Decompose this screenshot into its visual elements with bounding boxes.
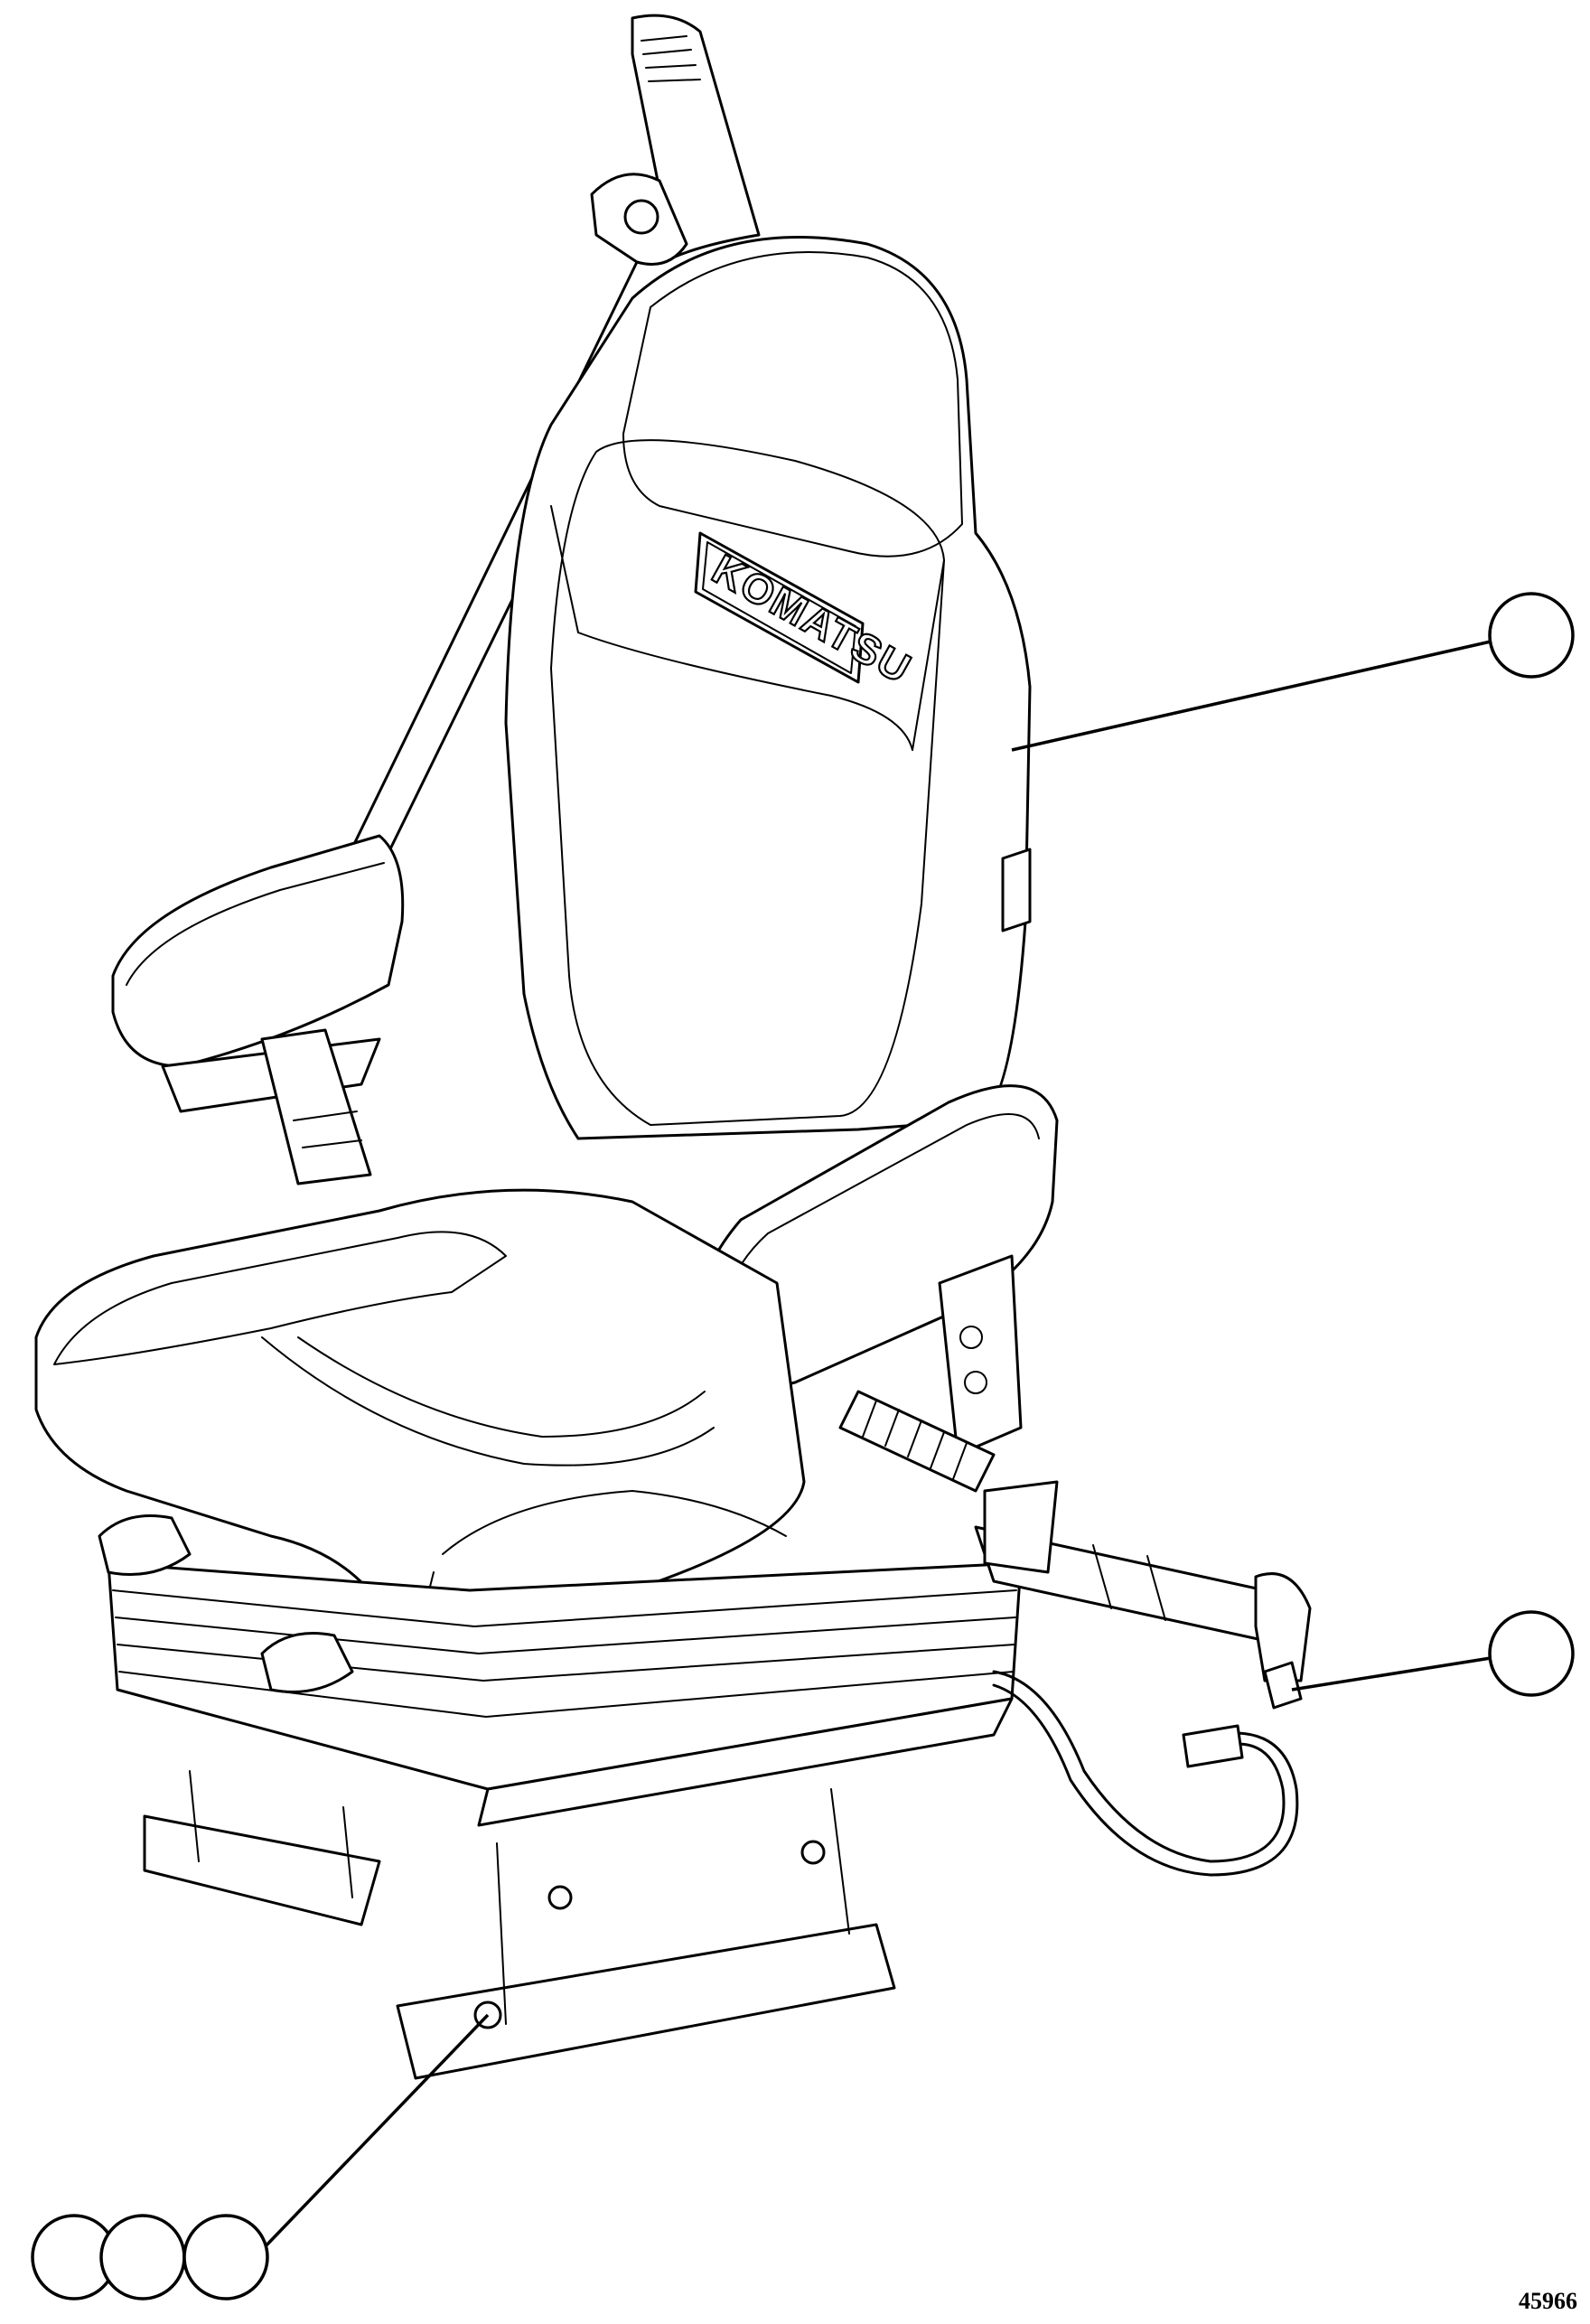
figure-number: 45966 <box>1519 2288 1577 2314</box>
upper-belt-mount <box>590 14 761 266</box>
mounting-rails <box>143 1770 896 2080</box>
seat-cushion <box>34 1188 806 1640</box>
seat-back: KOMATSU <box>504 236 1032 1140</box>
callout-mount-bolt-b[interactable] <box>99 2214 186 2301</box>
callout-mount-bolt-c[interactable] <box>182 2214 269 2301</box>
leader-mount-bolts <box>260 2013 490 2252</box>
left-armrest <box>111 834 405 1185</box>
wiring-harness <box>992 1670 1299 1877</box>
suspension-base <box>98 1390 1023 1827</box>
leader-seat <box>1011 640 1492 752</box>
leader-seatbelt-buckle <box>1291 1656 1492 1691</box>
callout-seatbelt-buckle[interactable] <box>1488 1610 1575 1697</box>
callout-seat[interactable] <box>1488 592 1575 679</box>
seat-belt-buckle-assembly <box>974 1480 1312 1710</box>
